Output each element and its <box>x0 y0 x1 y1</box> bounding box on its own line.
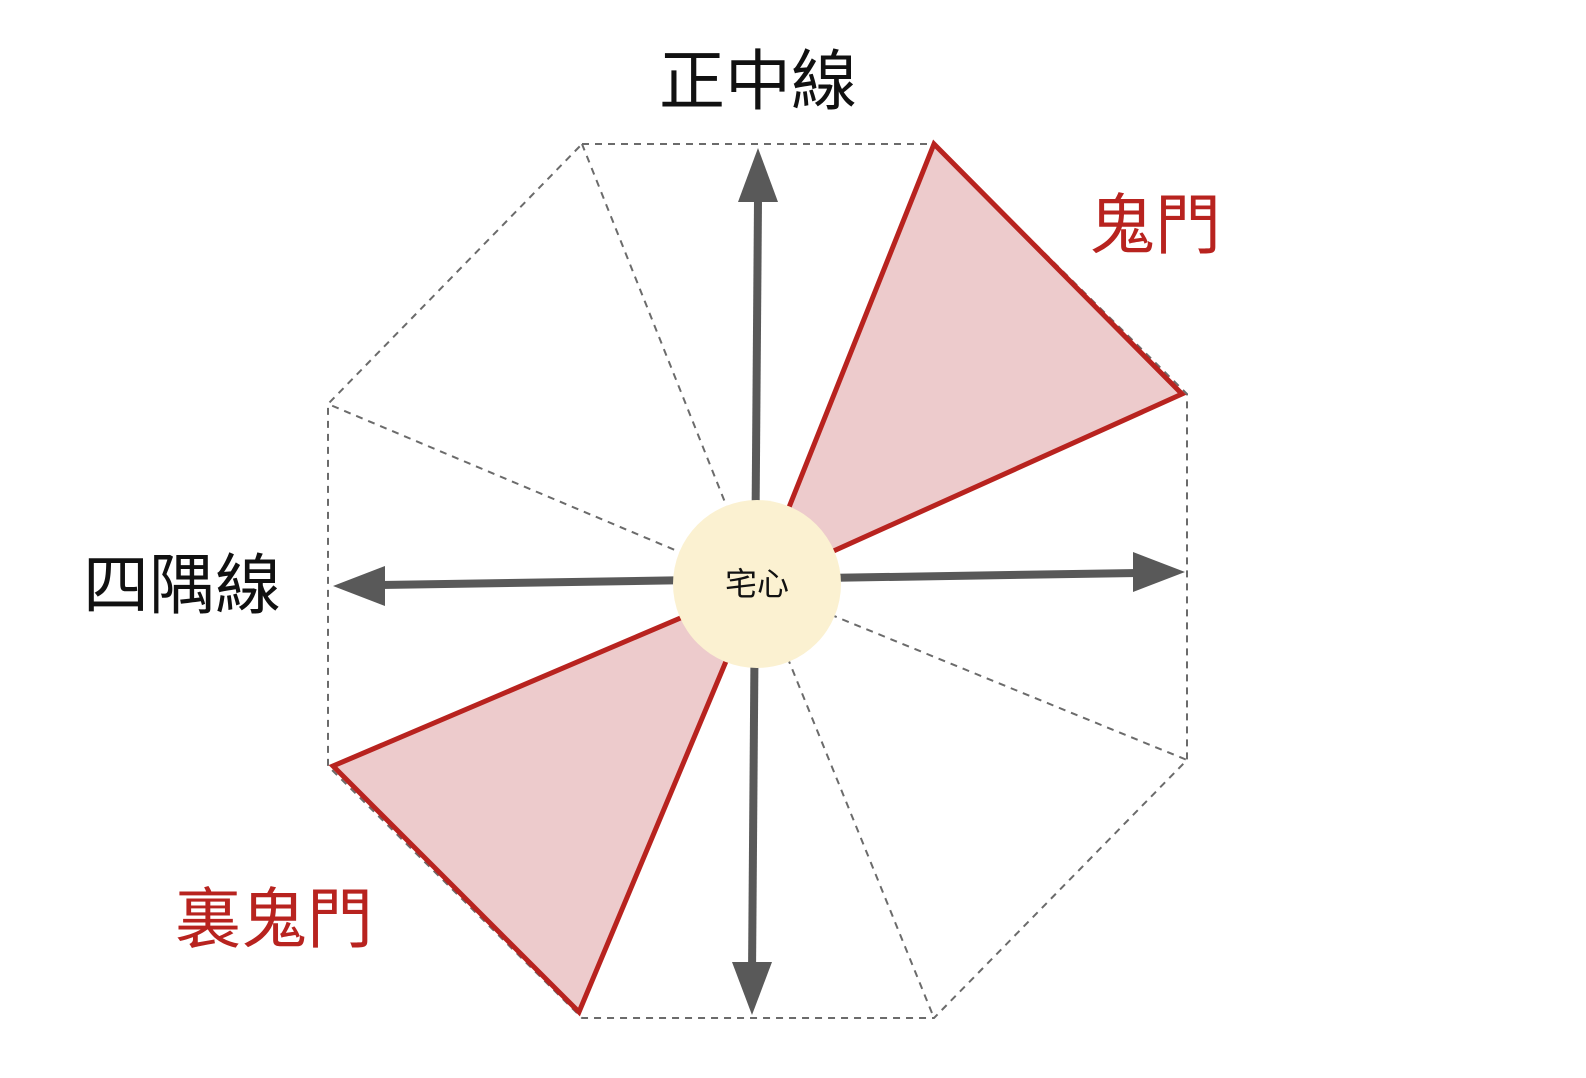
ura-kimon-sector <box>328 580 763 1017</box>
arrow-head-down <box>732 962 772 1015</box>
arrow-head-left <box>333 566 385 606</box>
arrow-head-right <box>1133 552 1185 592</box>
center-label: 宅心 <box>725 565 789 603</box>
kimon-label: 鬼門 <box>1089 187 1221 264</box>
kimon-sector <box>753 139 1187 590</box>
vertical-axis-label: 正中線 <box>659 43 857 120</box>
ura-kimon-label: 裏鬼門 <box>175 881 373 958</box>
diagonal-axis-label: 四隅線 <box>83 547 281 624</box>
arrow-head-up <box>738 148 778 202</box>
center-circle <box>673 500 841 668</box>
